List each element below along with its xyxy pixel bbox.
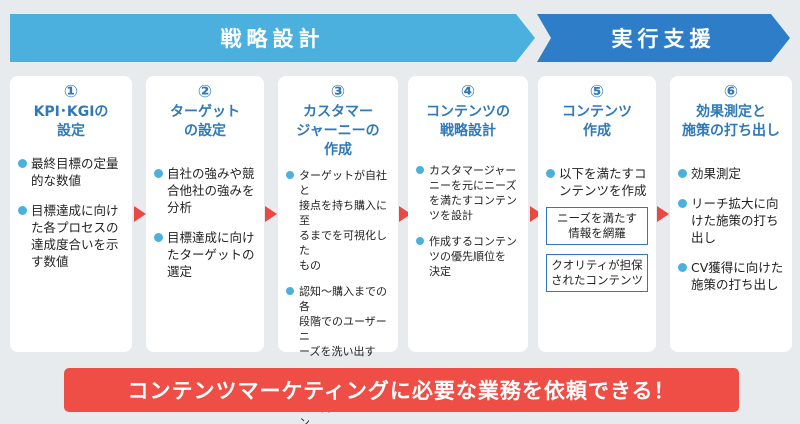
step-item-list: 効果測定 リーチ拡大に向 けた施策の打ち 出し CV獲得に向けた 施策の打ち出し [678, 165, 784, 293]
bullet-icon [546, 169, 555, 178]
list-item: CV獲得に向けた 施策の打ち出し [678, 259, 784, 293]
step-number: ③ [330, 82, 346, 102]
step-title: 効果測定と 施策の打ち出し [682, 104, 780, 139]
cta-banner: コンテンツマーケティングに必要な業務を依頼できる！ [64, 368, 739, 412]
list-item-text: 以下を満たすコ ンテンツを作成 [559, 166, 647, 198]
step-title: コンテンツ 作成 [562, 104, 632, 139]
phase-strategy-header: 戦略設計 [10, 14, 535, 62]
list-item-text: 自社の強みや競 合他社の強みを 分析 [167, 166, 255, 215]
list-item-text: 目標達成に向け たターゲットの 選定 [167, 230, 255, 279]
step-card-4: ④ コンテンツの 戦略設計 カスタマージャー ニーを元にニーズ を満たすコンテン… [408, 76, 528, 352]
list-item: カスタマージャー ニーを元にニーズ を満たすコンテン ツを設計 [416, 163, 520, 223]
bullet-icon [286, 287, 294, 295]
step-card-3: ③ カスタマー ジャーニーの 作成 ターゲットが自社と 接点を持ち購入に至 るま… [278, 76, 398, 424]
step-card-1: ① KPI･KGIの 設定 最終目標の定量 的な数値 目標達成に向け た各プロセ… [10, 76, 132, 352]
list-item-text: 目標達成に向け た各プロセスの 達成度合いを示 す数値 [31, 203, 119, 269]
step-number: ① [63, 82, 79, 102]
step-card-2: ② ターゲット の設定 自社の強みや競 合他社の強みを 分析 目標達成に向け た… [146, 76, 264, 352]
list-item-text: ターゲットが自社と 接点を持ち購入に至 るまでを可視化した もの [299, 169, 387, 272]
step-card-6: ⑥ 効果測定と 施策の打ち出し 効果測定 リーチ拡大に向 けた施策の打ち 出し … [670, 76, 792, 352]
list-item-text: 作成するコンテン ツの優先順位を 決定 [429, 235, 517, 278]
list-item-text: カスタマージャー ニーを元にニーズ を満たすコンテン ツを設計 [429, 164, 517, 222]
cta-banner-text: コンテンツマーケティングに必要な業務を依頼できる！ [127, 379, 676, 403]
list-item: 目標達成に向け た各プロセスの 達成度合いを示 す数値 [18, 202, 124, 270]
list-item-text: 認知～購入までの各 段階でのユーザーニ ーズを洗い出す [299, 285, 387, 358]
step-number: ④ [460, 82, 476, 102]
list-item: 作成するコンテン ツの優先順位を 決定 [416, 234, 520, 279]
phase-execution-label: 実行支援 [611, 27, 716, 51]
step-number: ② [197, 82, 213, 102]
list-item-text: 効果測定 [691, 166, 742, 181]
bullet-icon [154, 169, 163, 178]
step-title: ターゲット の設定 [170, 104, 240, 139]
step-title: KPI･KGIの 設定 [33, 104, 109, 139]
step-item-list: 最終目標の定量 的な数値 目標達成に向け た各プロセスの 達成度合いを示 す数値 [18, 155, 124, 270]
bullet-icon [678, 169, 687, 178]
bullet-icon [416, 166, 424, 174]
list-item-text: 最終目標の定量 的な数値 [31, 156, 119, 188]
phase-strategy-label: 戦略設計 [220, 27, 325, 51]
step-number: ⑥ [723, 82, 739, 102]
bullet-icon [678, 263, 687, 272]
list-item: 最終目標の定量 的な数値 [18, 155, 124, 189]
bullet-icon [678, 199, 687, 208]
list-item: 自社の強みや競 合他社の強みを 分析 [154, 165, 256, 216]
list-item: ターゲットが自社と 接点を持ち購入に至 るまでを可視化した もの [286, 168, 390, 273]
step-title: カスタマー ジャーニーの 作成 [296, 104, 380, 158]
flow-arrow-icon [134, 206, 146, 222]
list-item-text: CV獲得に向けた 施策の打ち出し [691, 260, 784, 292]
list-item-text: リーチ拡大に向 けた施策の打ち 出し [691, 196, 779, 245]
list-item: 認知～購入までの各 段階でのユーザーニ ーズを洗い出す [286, 284, 390, 359]
step-item-list: 以下を満たすコ ンテンツを作成 [546, 165, 648, 199]
step-title: コンテンツの 戦略設計 [426, 104, 510, 139]
step-number: ⑤ [589, 82, 605, 102]
step-item-list: 自社の強みや競 合他社の強みを 分析 目標達成に向け たターゲットの 選定 [154, 165, 256, 280]
flow-arrow-icon [657, 206, 669, 222]
requirement-box: ニーズを満たす 情報を網羅 [546, 207, 648, 245]
step-card-5: ⑤ コンテンツ 作成 以下を満たすコ ンテンツを作成 ニーズを満たす 情報を網羅… [538, 76, 656, 352]
bullet-icon [18, 206, 27, 215]
list-item: 目標達成に向け たターゲットの 選定 [154, 229, 256, 280]
list-item: 以下を満たすコ ンテンツを作成 [546, 165, 648, 199]
flow-arrow-icon [265, 206, 277, 222]
phase-execution-header: 実行支援 [537, 14, 790, 62]
bullet-icon [18, 159, 27, 168]
bullet-icon [154, 233, 163, 242]
step-item-list: カスタマージャー ニーを元にニーズ を満たすコンテン ツを設計 作成するコンテン… [416, 163, 520, 279]
list-item: リーチ拡大に向 けた施策の打ち 出し [678, 195, 784, 246]
list-item: 効果測定 [678, 165, 784, 182]
requirement-box: クオリティが担保 されたコンテンツ [546, 254, 648, 292]
bullet-icon [416, 237, 424, 245]
bullet-icon [286, 171, 294, 179]
